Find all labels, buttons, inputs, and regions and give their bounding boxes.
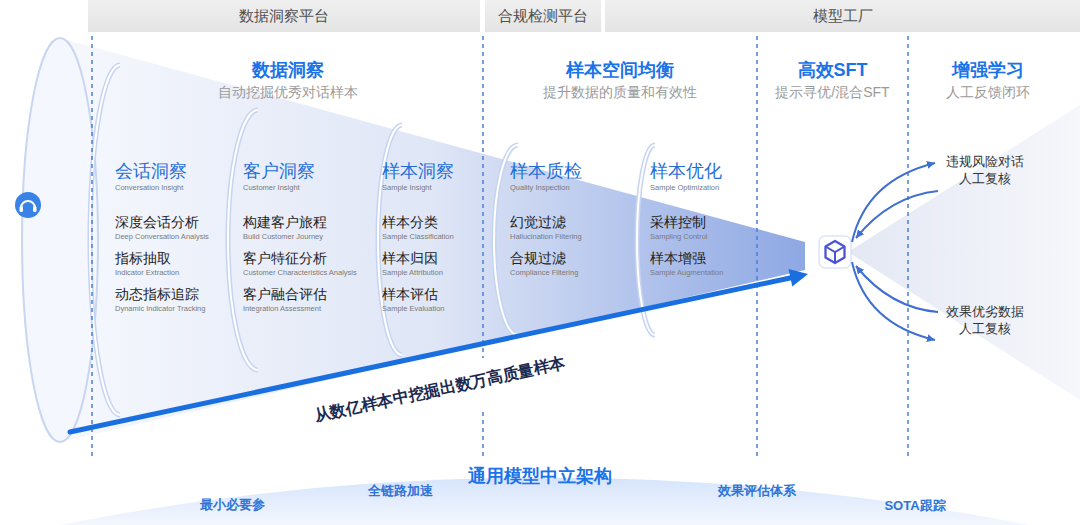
item-label-en: Deep Conversation Analysis (115, 231, 209, 242)
feedback-arrows (852, 163, 938, 340)
foundation-item: SOTA跟踪 (884, 497, 945, 515)
item-label: 指标抽取 (115, 250, 209, 267)
group-title: 样本优化 (650, 160, 723, 182)
item-label-en: Sample Classification (382, 231, 454, 242)
flow-caption: 从数亿样本中挖掘出数万高质量样本 (313, 353, 568, 427)
stage-column: 高效SFT提示寻优/混合SFT (757, 52, 908, 458)
feedback-arrow (852, 163, 935, 242)
item-label: 样本分类 (382, 214, 454, 231)
item-label-en: Sample Augmentation (650, 267, 723, 278)
insight-group: 样本优化Sample Optimization 采样控制Sampling Cont… (650, 160, 723, 286)
foundation-item: 最小必要参 (200, 496, 265, 514)
column-heading: 高效SFT (757, 58, 908, 82)
divider-line (482, 36, 484, 358)
model-cube-edges (826, 247, 845, 264)
stage-column: 增强学习人工反馈闭环违规风险对话 人工复核效果优劣数据 人工复核 (908, 52, 1068, 458)
platform-bar: 合规检测平台 (485, 0, 601, 32)
divider-line (91, 36, 93, 458)
item-label: 构建客户旅程 (243, 214, 357, 231)
item-label-en: Compliance Filtering (510, 267, 582, 278)
item-label: 客户融合评估 (243, 286, 357, 303)
column-heading: 增强学习 (908, 58, 1068, 82)
item-label: 动态指标追踪 (115, 286, 209, 303)
group-title-en: Quality Inspection (510, 182, 582, 194)
column-subheading: 提升数据的质量和有效性 (483, 82, 757, 102)
platform-bar: 数据洞察平台 (88, 0, 480, 32)
group-title-en: Customer Insight (243, 182, 357, 194)
platform-title: 数据洞察平台 (239, 7, 329, 26)
column-subheading: 自动挖掘优秀对话样本 (92, 82, 483, 102)
group-title-en: Sample Insight (382, 182, 454, 194)
funnel-cone (60, 38, 805, 442)
agent-icon-ear (33, 206, 37, 212)
column-subheading: 提示寻优/混合SFT (757, 82, 908, 102)
funnel-mouth (22, 38, 98, 442)
column-heading: 数据洞察 (92, 58, 483, 82)
feedback-arrow (852, 262, 935, 340)
foundation-item: 全链路加速 (368, 482, 433, 500)
item-label-en: Hallucination Filtering (510, 231, 582, 242)
flow-arrow-head (789, 269, 809, 287)
item-label: 客户特征分析 (243, 250, 357, 267)
group-title-en: Sample Optimization (650, 182, 723, 194)
item-label-en: Integration Assessment (243, 303, 357, 314)
agent-icon-ear (20, 206, 24, 212)
note-text: 效果优劣数据 人工复核 (943, 303, 1027, 337)
group-title: 客户洞察 (243, 160, 357, 182)
item-label-en: Sampling Control (650, 231, 723, 242)
column-heading: 样本空间均衡 (483, 58, 757, 82)
item-label-en: Indicator Extraction (115, 267, 209, 278)
item-label-en: Customer Characteristics Analysis (243, 267, 357, 278)
feedback-fan (848, 105, 1080, 400)
item-label-en: Sample Attribution (382, 267, 454, 278)
insight-group: 样本质检Quality Inspection 幻觉过滤Hallucination … (510, 160, 582, 286)
platform-title: 合规检测平台 (498, 7, 588, 26)
foundation-item: 效果评估体系 (718, 482, 796, 500)
group-title: 样本质检 (510, 160, 582, 182)
model-cube (826, 241, 845, 263)
item-label: 深度会话分析 (115, 214, 209, 231)
item-label-en: Sample Evaluation (382, 303, 454, 314)
item-label: 样本评估 (382, 286, 454, 303)
platform-title: 模型工厂 (813, 7, 873, 26)
insight-group: 样本洞察Sample Insight 样本分类Sample Classificat… (382, 160, 454, 322)
feedback-arrow (856, 191, 938, 238)
item-label-en: Build Customer Journey (243, 231, 357, 242)
funnel-rings (90, 65, 655, 415)
column-dividers (92, 36, 908, 458)
insight-group: 会话洞察Conversation Insight 深度会话分析Deep Conve… (115, 160, 209, 322)
insight-group: 客户洞察Customer Insight 构建客户旅程Build Customer… (243, 160, 357, 322)
group-title-en: Conversation Insight (115, 182, 209, 194)
item-label: 样本增强 (650, 250, 723, 267)
group-title: 样本洞察 (382, 160, 454, 182)
review-note: 效果优劣数据 人工复核 (943, 303, 1027, 337)
feedback-arrow (856, 266, 938, 312)
item-label: 幻觉过滤 (510, 214, 582, 231)
item-label-en: Dynamic Indicator Tracking (115, 303, 209, 314)
agent-icon (15, 192, 41, 218)
item-label: 样本归因 (382, 250, 454, 267)
divider-line (482, 412, 484, 458)
review-note: 违规风险对话 人工复核 (943, 153, 1027, 187)
agent-icon-band (21, 201, 35, 208)
platform-bar: 模型工厂 (605, 0, 1080, 32)
foundation-title: 通用模型中立架构 (468, 464, 612, 488)
note-text: 违规风险对话 人工复核 (943, 153, 1027, 187)
item-label: 合规过滤 (510, 250, 582, 267)
divider-line (756, 36, 758, 458)
item-label: 采样控制 (650, 214, 723, 231)
group-title: 会话洞察 (115, 160, 209, 182)
model-icon-ground (819, 236, 851, 268)
stage-column: 样本空间均衡提升数据的质量和有效性样本质检Quality Inspection 幻… (483, 52, 757, 458)
divider-line (907, 36, 909, 458)
flow-arrow (70, 278, 790, 432)
column-subheading: 人工反馈闭环 (908, 82, 1068, 102)
